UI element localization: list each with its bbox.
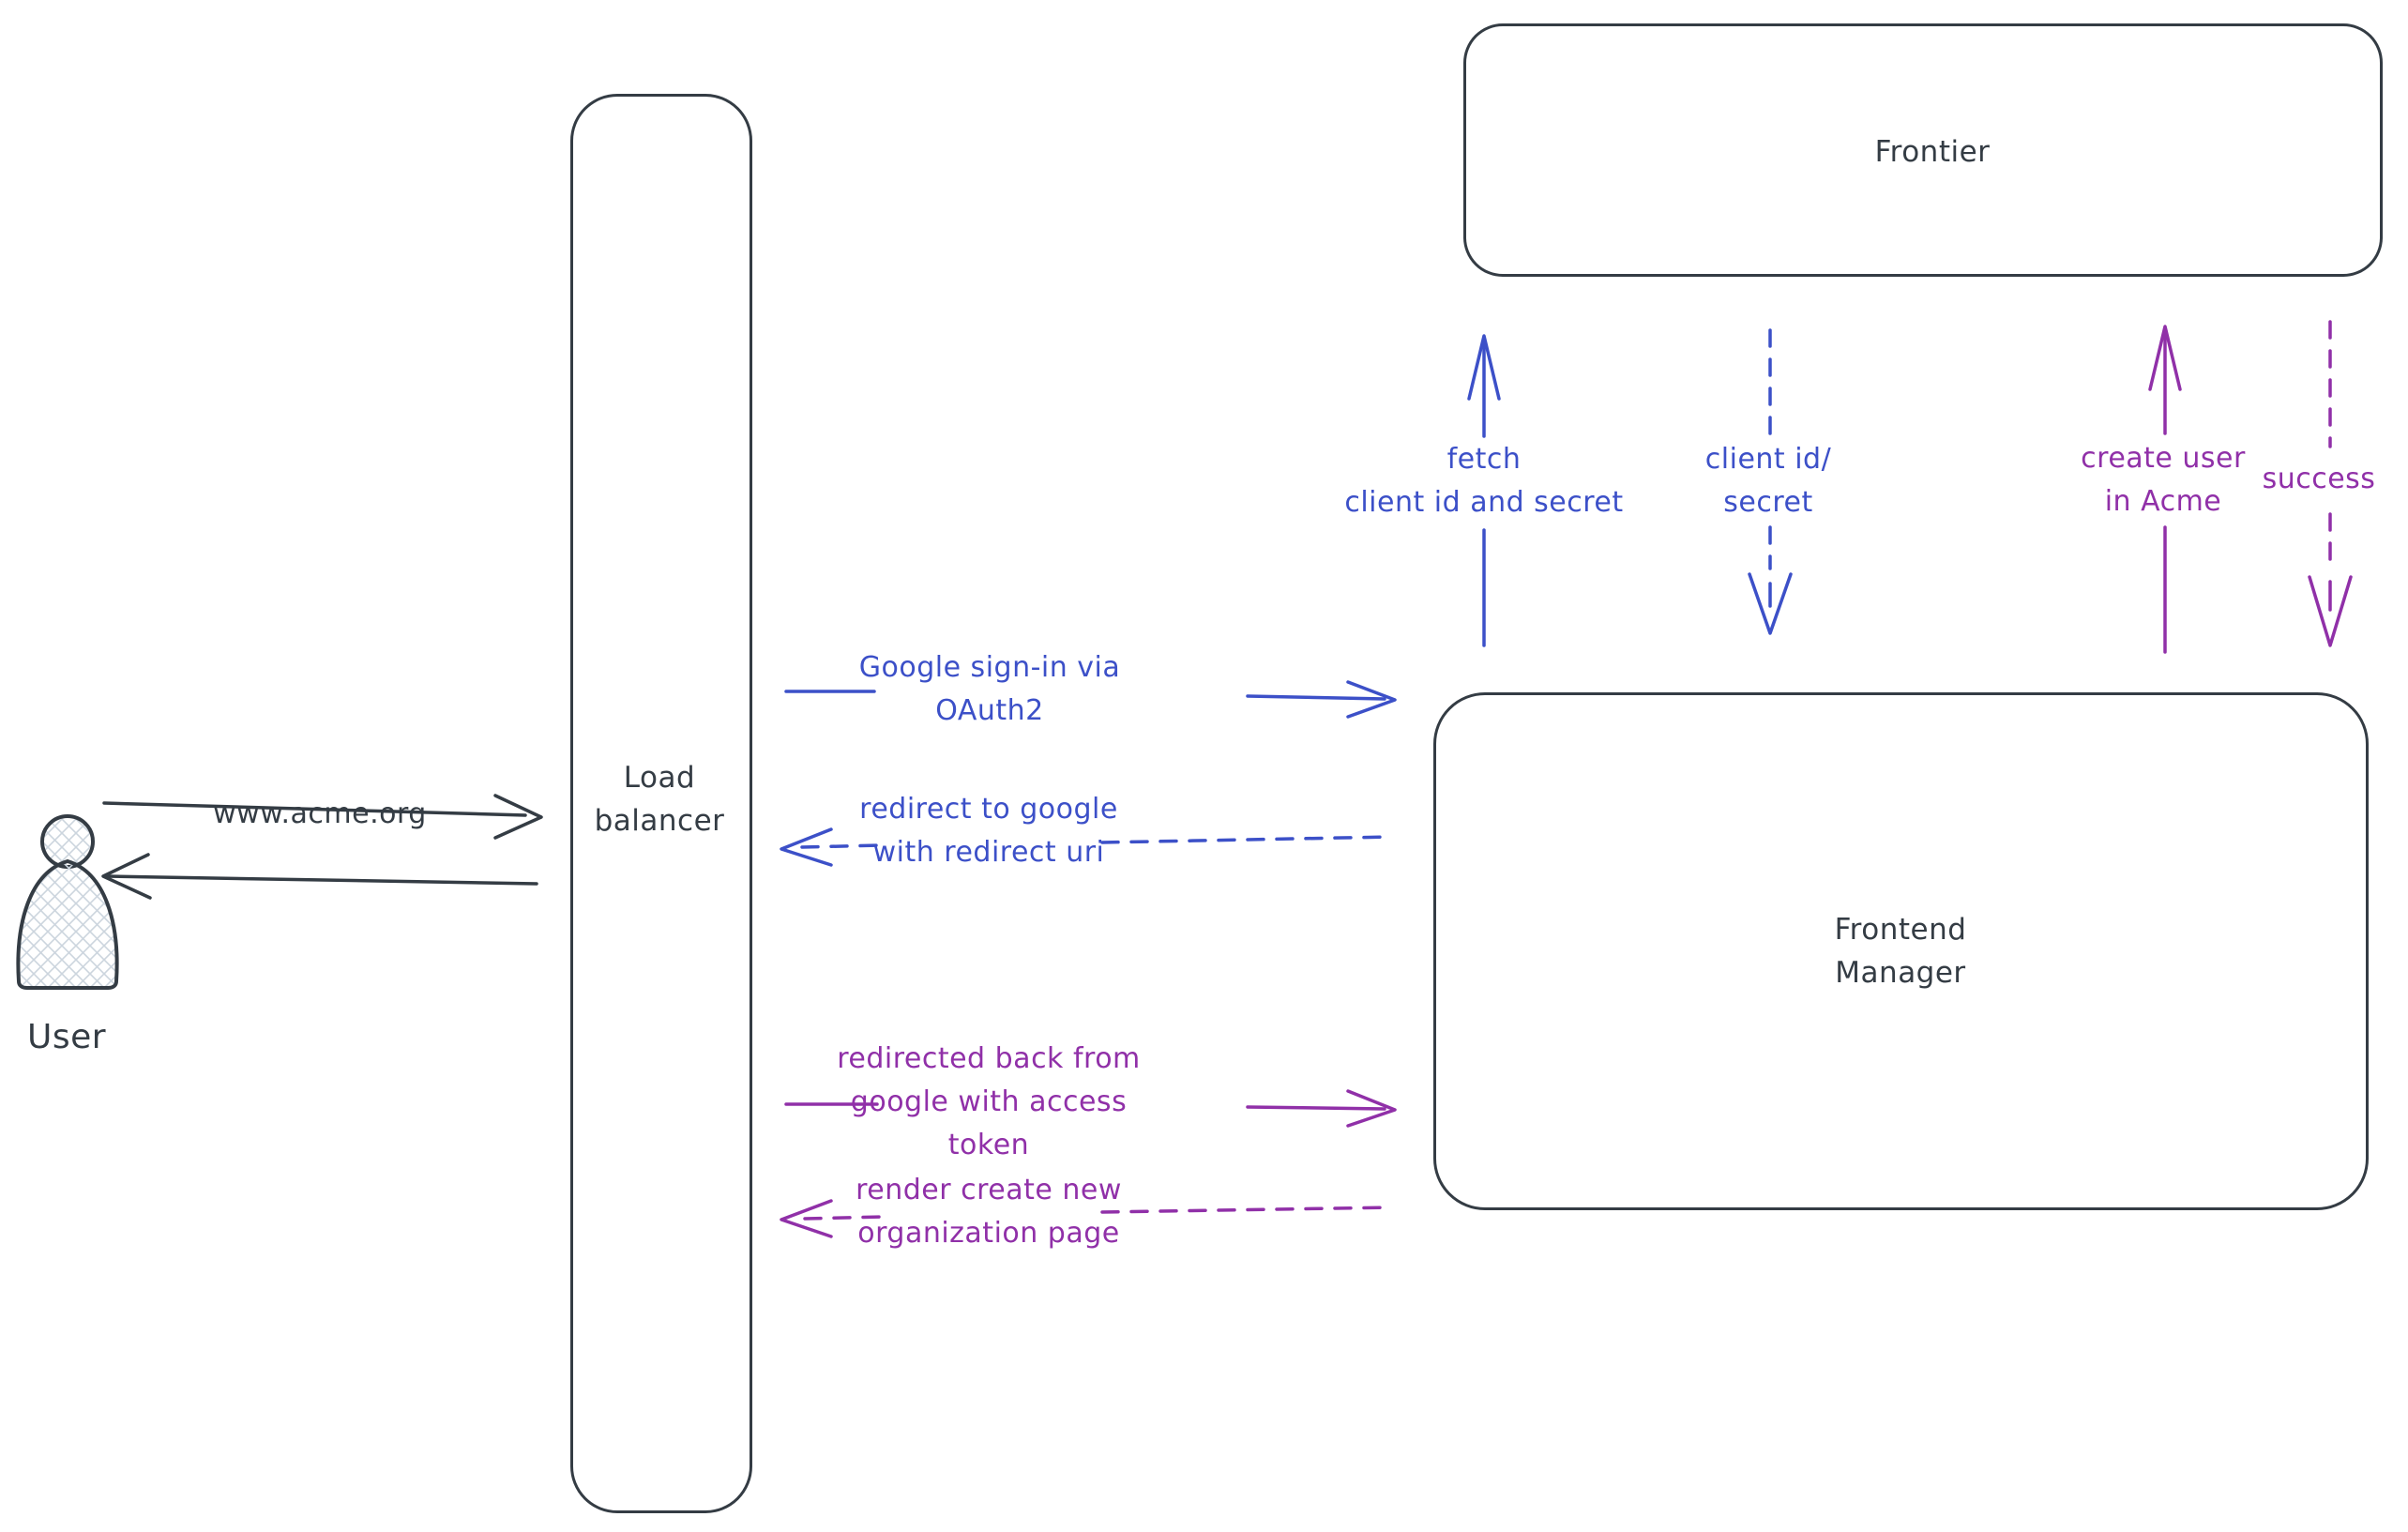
frontier-label: Frontier bbox=[1874, 135, 1991, 169]
edge-label-client-id-secret: client id/ secret bbox=[1704, 443, 1832, 519]
edge-label-redirected-back: redirected back from google with access … bbox=[837, 1042, 1141, 1161]
edge-label-fetch-client-secret: fetch client id and secret bbox=[1344, 443, 1624, 519]
node-load-balancer bbox=[570, 94, 752, 1513]
node-frontend-manager bbox=[1433, 692, 2369, 1210]
node-frontier bbox=[1463, 23, 2383, 277]
edge-label-www-acme-org: www.acme.org bbox=[213, 797, 427, 830]
edge-label-redirect-to-google: redirect to google with redirect uri bbox=[859, 793, 1118, 869]
edge-label-create-user: create user in Acme bbox=[2081, 442, 2246, 518]
load-balancer-label: Load balancer bbox=[594, 761, 725, 838]
frontend-manager-label: Frontend Manager bbox=[1834, 913, 1967, 990]
edge-label-google-signin: Google sign-in via OAuth2 bbox=[858, 651, 1121, 727]
edge-label-render-org-page: render create new organization page bbox=[856, 1174, 1122, 1250]
arrow-lb-to-user bbox=[101, 853, 538, 900]
edge-label-success: success bbox=[2262, 463, 2376, 495]
user-label: User bbox=[26, 1018, 107, 1056]
user-icon bbox=[16, 814, 119, 990]
